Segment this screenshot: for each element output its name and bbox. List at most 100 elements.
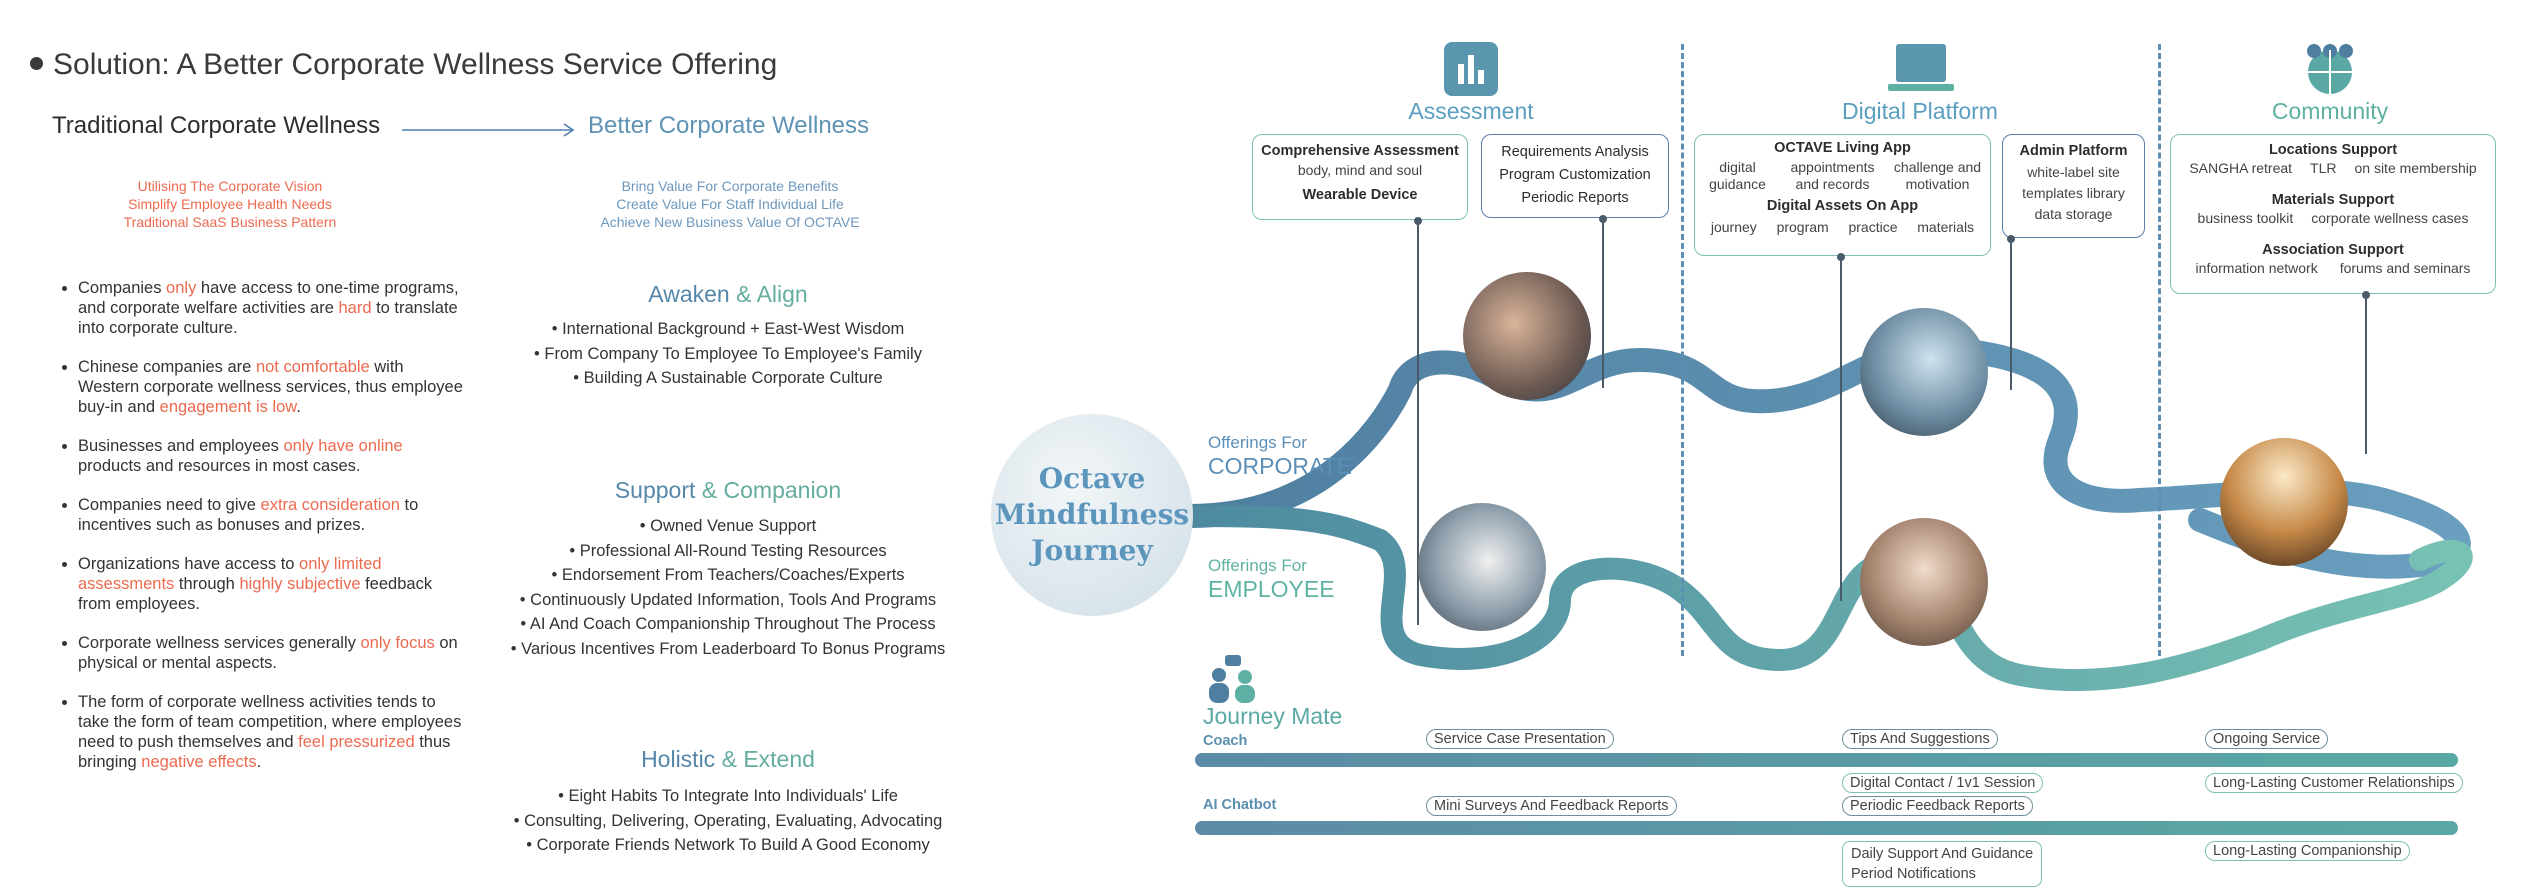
problem-text: Chinese companies are	[78, 358, 256, 376]
card-comprehensive-assessment: Comprehensive Assessment body, mind and …	[1252, 134, 1468, 220]
problem-text: Businesses and employees	[78, 437, 284, 455]
card-feature: appointments and records	[1790, 159, 1875, 192]
hub-line: Mindfulness	[994, 498, 1190, 531]
section-item: Corporate Friends Network To Build A Goo…	[448, 833, 1008, 858]
column-divider	[2158, 44, 2161, 656]
arrow-right-icon	[402, 123, 575, 137]
pill-customer-relationships: Long-Lasting Customer Relationships	[2205, 773, 2463, 793]
problem-text: Corporate wellness services generally	[78, 634, 361, 652]
highlight-text: only limited assessments	[78, 555, 382, 593]
highlight-text: hard	[338, 299, 372, 317]
card-subtitle: body, mind and soul	[1297, 162, 1423, 178]
column-title-community: Community	[2271, 98, 2389, 124]
journey-hub: Octave Mindfulness Journey	[991, 414, 1193, 616]
card-line: Requirements Analysis	[1501, 144, 1649, 160]
pill-line: Daily Support And Guidance	[1851, 846, 2034, 862]
bar-chart-icon	[1444, 42, 1498, 96]
column-title-assessment: Assessment	[1408, 98, 1534, 124]
card-feature: journey	[1710, 219, 1757, 235]
section-item: AI And Coach Companionship Throughout Th…	[448, 612, 1008, 637]
problem-item: Chinese companies are not comfortable wi…	[78, 357, 468, 417]
section-item: Building A Sustainable Corporate Culture	[448, 366, 1008, 391]
hub-line: Octave	[1038, 462, 1146, 495]
chatbot-label: AI Chatbot	[1203, 797, 1277, 813]
card-item: TLR	[2310, 160, 2337, 176]
card-community: Locations Support SANGHA retreat TLR on …	[2170, 134, 2496, 294]
laptop-icon	[1888, 44, 1954, 91]
card-title: OCTAVE Living App	[1774, 140, 1911, 156]
connector-dot	[2362, 291, 2370, 299]
section-title-a: Holistic	[641, 746, 716, 772]
connector-dot	[1837, 253, 1845, 261]
card-feature: digital guidance	[1709, 159, 1766, 192]
card-title: Locations Support	[2268, 142, 2398, 158]
card-requirements: Requirements Analysis Program Customizat…	[1481, 134, 1669, 218]
problem-text: .	[296, 398, 301, 416]
card-item: white-label site	[2027, 164, 2120, 180]
problem-item: Organizations have access to only limite…	[78, 554, 468, 614]
pill-digital-contact: Digital Contact / 1v1 Session	[1842, 773, 2044, 793]
card-item: on site membership	[2354, 160, 2477, 176]
highlight-text: negative effects	[141, 753, 257, 771]
card-title: Digital Assets On App	[1766, 198, 1919, 214]
traditional-sub: Utilising The Corporate Vision	[137, 178, 323, 194]
column-title-digital: Digital Platform	[1842, 98, 1998, 124]
card-item: business toolkit	[2197, 210, 2294, 226]
card-feature: practice	[1848, 219, 1898, 235]
section-item: From Company To Employee To Employee's F…	[448, 342, 1008, 367]
pill-service-case: Service Case Presentation	[1426, 729, 1614, 749]
photo-tablet	[1860, 308, 1988, 436]
section-items-support: Owned Venue Support Professional All-Rou…	[448, 514, 1008, 661]
journey-mate-title: Journey Mate	[1203, 703, 1343, 729]
section-item: Consulting, Delivering, Operating, Evalu…	[448, 809, 1008, 834]
people-globe-icon	[2307, 44, 2353, 94]
card-feature: materials	[1917, 219, 1975, 235]
connector-line	[2010, 238, 2012, 390]
offerings-small: Offerings For	[1208, 556, 1307, 575]
card-item: data storage	[2034, 206, 2113, 222]
section-title-awaken: Awaken & Align	[498, 281, 958, 308]
column-divider	[1681, 44, 1684, 656]
pill-line: Period Notifications	[1851, 866, 1976, 882]
section-amp: &	[721, 746, 737, 772]
pill-periodic-feedback: Periodic Feedback Reports	[1842, 796, 2033, 816]
card-title: Comprehensive Assessment	[1261, 143, 1459, 159]
pill-tips: Tips And Suggestions	[1842, 729, 1998, 749]
road-employee	[1179, 505, 2473, 692]
problem-item: Businesses and employees only have onlin…	[78, 436, 468, 476]
connector-dot	[1599, 215, 1607, 223]
card-admin-platform: Admin Platform white-label site template…	[2002, 134, 2145, 238]
photo-business-team	[1463, 272, 1591, 400]
pill-mini-surveys: Mini Surveys And Feedback Reports	[1426, 796, 1677, 816]
better-sub: Bring Value For Corporate Benefits	[621, 178, 839, 194]
highlight-text: highly subjective	[239, 575, 361, 593]
section-amp: &	[736, 281, 752, 307]
section-title-a: Awaken	[648, 281, 730, 307]
connector-dot	[1414, 217, 1422, 225]
offerings-corporate: Offerings For CORPORATE	[1208, 433, 1352, 480]
better-sub: Achieve New Business Value Of OCTAVE	[600, 214, 860, 230]
section-title-a: Support	[614, 477, 696, 503]
card-item: SANGHA retreat	[2189, 160, 2293, 176]
problem-text: to translate into corporate culture.	[78, 299, 458, 337]
problem-text: products and resources in most cases.	[78, 457, 361, 475]
coach-track	[1195, 753, 2458, 767]
card-item: corporate wellness cases	[2311, 210, 2469, 226]
offerings-big: EMPLOYEE	[1208, 576, 1335, 602]
section-item: Owned Venue Support	[448, 514, 1008, 539]
problem-list: Companies only have access to one-time p…	[60, 278, 468, 791]
better-heading: Better Corporate Wellness	[588, 112, 870, 139]
card-feature: challenge and motivation	[1893, 159, 1982, 192]
connector-line	[2365, 294, 2367, 454]
highlight-text: only have online	[283, 437, 403, 455]
section-title-b: Companion	[723, 477, 842, 503]
card-title: Admin Platform	[2019, 143, 2128, 159]
photo-document-review	[1418, 503, 1546, 631]
problem-text: to incentives such as bonuses and prizes…	[78, 496, 419, 534]
connector-line	[1840, 256, 1842, 601]
card-item: information network	[2195, 260, 2318, 276]
problem-item: Companies only have access to one-time p…	[78, 278, 468, 338]
section-item: International Background + East-West Wis…	[448, 317, 1008, 342]
bullet-dot	[30, 56, 43, 70]
photo-retreat-crowd	[2220, 438, 2348, 566]
